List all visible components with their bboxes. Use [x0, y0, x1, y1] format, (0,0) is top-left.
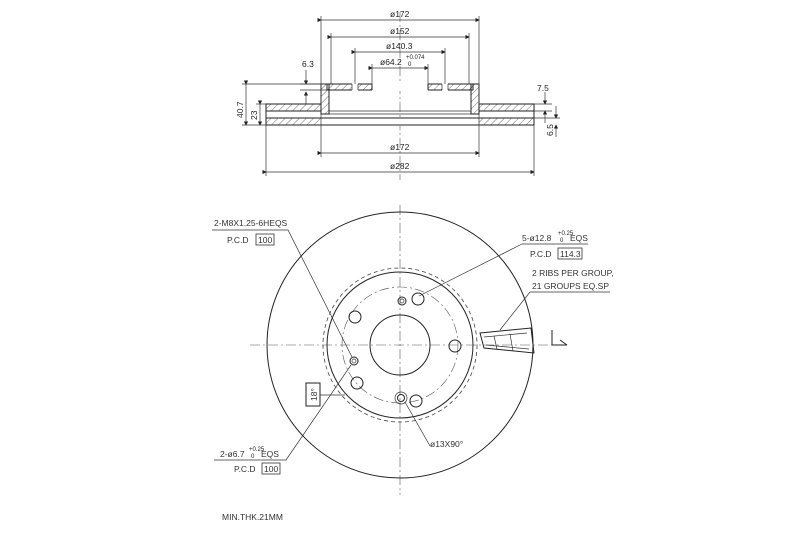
- note-pin-pcd-label: P.C.D: [234, 464, 256, 474]
- hat-wall-left: [320, 83, 330, 115]
- note-bolt-pcd-label: P.C.D: [530, 249, 552, 259]
- bolt-hole: [409, 394, 423, 408]
- dim-6-3: 6.3: [302, 59, 314, 69]
- threaded-hole-inner: [351, 358, 357, 364]
- dim-d64-2-tol-lower: 0: [408, 62, 412, 68]
- note-pin-tol-upper: +0.25: [249, 447, 265, 453]
- friction-plate-upper-left: [265, 103, 322, 112]
- bolt-hole: [350, 376, 364, 390]
- note-pin-pcd-value: 100: [264, 464, 278, 474]
- friction-inner-ring: [322, 267, 478, 423]
- note-thread-pcd-label: P.C.D: [227, 235, 249, 245]
- note-pin-holes: 2-ø6.7: [220, 449, 245, 459]
- bolt-hole: [448, 339, 462, 353]
- dim-d140-3: ø140.3: [386, 41, 413, 51]
- dim-d64-2: ø64.2: [380, 57, 402, 67]
- dim-7-5: 7.5: [537, 83, 549, 93]
- leader-lines: [212, 229, 610, 461]
- pcd-circle: [341, 286, 459, 404]
- note-pin-eqs: EQS: [261, 449, 279, 459]
- note-bolt-eqs: EQS: [570, 233, 588, 243]
- note-thread-pcd-value: 100: [258, 235, 272, 245]
- pin-hole: [397, 394, 405, 402]
- front-view: 2-M8X1.25-6HEQS P.C.D 100 5-ø12.8 +0.25 …: [212, 205, 614, 522]
- dim-40-7: 40.7: [235, 101, 245, 118]
- note-pin-tol-lower: 0: [251, 454, 255, 460]
- view-arrow: [551, 330, 567, 346]
- box-pin-pcd: [261, 462, 281, 475]
- section-view: ø172 ø152 ø140.3 ø64.2 +0.074 0 6.3 7.5 …: [235, 9, 560, 180]
- threaded-hole: [397, 296, 407, 306]
- note-bolt-tol-lower: 0: [560, 238, 564, 244]
- dim-d152: ø152: [390, 26, 410, 36]
- dim-23: 23: [249, 110, 259, 120]
- note-18-deg: 18°: [309, 388, 319, 401]
- hub-bore: [369, 314, 431, 376]
- box-thread-pcd: [255, 233, 275, 246]
- note-ribs-line2: 21 GROUPS EQ.SP: [532, 281, 609, 291]
- dim-6-5: 6.5: [545, 124, 555, 136]
- threaded-hole: [349, 356, 359, 366]
- friction-plate-upper-right: [478, 103, 535, 112]
- pin-hole-chamfer: [394, 391, 408, 405]
- note-bolt-tol-upper: +0.25: [558, 231, 574, 237]
- note-chamfer: ø13X90°: [430, 439, 463, 449]
- note-bolt-pcd-value: 114.3: [560, 249, 581, 259]
- hat-wall-right: [470, 83, 480, 115]
- hat-outer-edge: [326, 271, 474, 419]
- note-min-thickness: MIN.THK.21MM: [222, 512, 283, 522]
- view-arrow-head: [559, 339, 568, 346]
- note-bolt-holes: 5-ø12.8: [522, 233, 552, 243]
- note-ribs-line1: 2 RIBS PER GROUP,: [532, 268, 614, 278]
- dim-d282: ø282: [390, 161, 410, 171]
- note-thread-spec: 2-M8X1.25-6HEQS: [214, 218, 288, 228]
- dim-d172-top: ø172: [390, 9, 410, 19]
- dim-d172-bottom: ø172: [390, 142, 410, 152]
- section-marker: [305, 382, 345, 407]
- rib-detail: [479, 327, 535, 354]
- bolt-hole: [411, 292, 425, 306]
- dim-lines-vertical: [242, 70, 560, 137]
- threaded-hole-inner: [399, 298, 405, 304]
- box-bolt-pcd: [557, 247, 583, 260]
- dim-lines-horizontal: [262, 16, 535, 176]
- bolt-hole: [348, 310, 362, 324]
- dim-d64-2-tol-upper: +0.074: [406, 55, 425, 61]
